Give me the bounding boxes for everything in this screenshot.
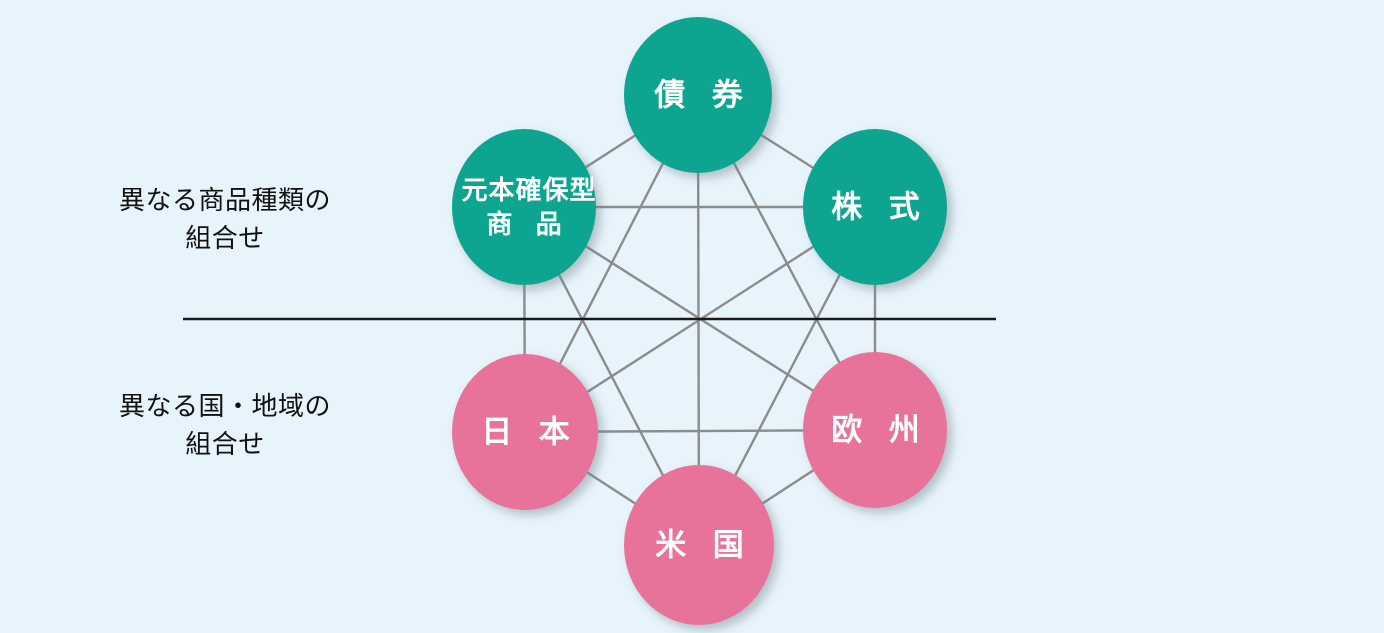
- node-circle-principal-guaranteed[interactable]: [452, 129, 596, 285]
- node-europe[interactable]: 欧 州: [803, 352, 947, 508]
- node-circle-usa[interactable]: [624, 465, 774, 625]
- node-japan[interactable]: 日 本: [452, 354, 598, 510]
- node-label-europe: 欧 州: [831, 413, 929, 448]
- node-stocks[interactable]: 株 式: [803, 129, 947, 285]
- node-bonds[interactable]: 債 券: [624, 17, 772, 173]
- label-product-types: 異なる商品種類の 組合せ: [118, 185, 331, 253]
- node-circle-europe[interactable]: [803, 352, 947, 508]
- label-regions: 異なる国・地域の 組合せ: [118, 391, 331, 459]
- node-label-principal-guaranteed-line2: 商 品: [486, 209, 569, 239]
- node-circle-stocks[interactable]: [803, 129, 947, 285]
- node-usa[interactable]: 米 国: [624, 465, 774, 625]
- node-label-japan: 日 本: [481, 415, 579, 450]
- node-label-principal-guaranteed-line1: 元本確保型: [461, 175, 596, 205]
- node-label-usa: 米 国: [655, 528, 753, 563]
- node-label-bonds: 債 券: [653, 78, 752, 113]
- node-circle-japan[interactable]: [452, 354, 598, 510]
- node-circle-bonds[interactable]: [624, 17, 772, 173]
- node-label-stocks: 株 式: [831, 190, 929, 225]
